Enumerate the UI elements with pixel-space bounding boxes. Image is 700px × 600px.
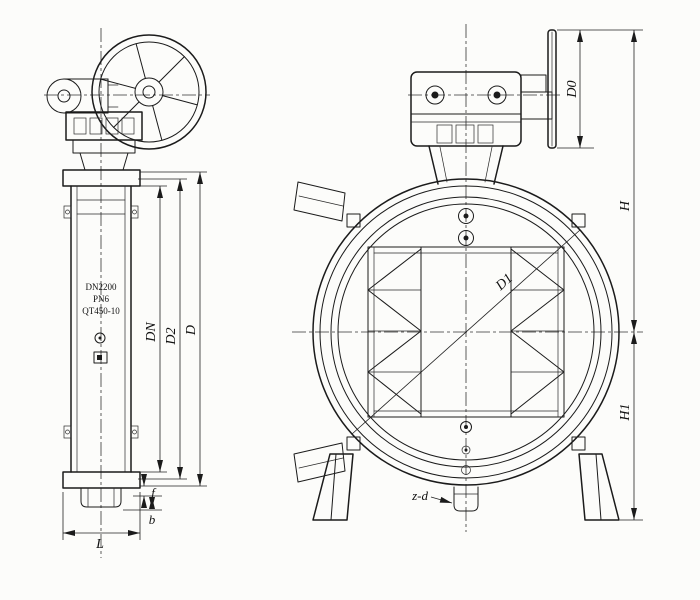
- nameplate-material: QT450-10: [82, 306, 120, 316]
- dimensions-left: DN D2 D f b L: [62, 171, 207, 552]
- dimensions-right: D1 D0 H H1 z-d: [351, 29, 643, 521]
- handwheel-front: [91, 34, 207, 150]
- bottom-plug: [453, 486, 479, 512]
- dim-label-h: H: [618, 200, 633, 212]
- flange-pad: [571, 213, 586, 228]
- gear-actuator: [65, 111, 143, 171]
- dim-label-h1: H1: [618, 403, 633, 421]
- nameplate-size: DN2200: [86, 282, 117, 292]
- dim-label-dn: DN: [144, 322, 159, 343]
- right-view: D1 D0 H H1 z-d: [292, 24, 643, 532]
- dim-label-d0: D0: [565, 80, 580, 98]
- worm-shaft-housing: [46, 78, 119, 114]
- centerlines-right: [292, 24, 643, 532]
- handwheel-spokes: [100, 43, 198, 141]
- dim-label-b: b: [149, 512, 156, 527]
- dim-label-zd: z-d: [411, 488, 428, 503]
- flange-pad: [346, 213, 361, 228]
- flange-face: [312, 178, 620, 486]
- nameplate: DN2200 PN6 QT450-10: [82, 282, 120, 316]
- dim-label-f: f: [151, 485, 157, 500]
- left-view: DN2200 PN6 QT450-10 DN D2 D f: [44, 28, 210, 558]
- dim-label-l: L: [95, 537, 104, 552]
- valve-body-side: [62, 169, 141, 508]
- side-lugs: [293, 181, 346, 483]
- nameplate-pressure: PN6: [93, 294, 110, 304]
- centerlines-left: [44, 28, 210, 558]
- disc-truss: [367, 208, 565, 475]
- dim-label-d: D: [184, 325, 199, 336]
- dim-label-d2: D2: [164, 327, 179, 345]
- handwheel-side: [547, 29, 557, 149]
- flange-pad: [346, 436, 361, 451]
- top-bracket: [410, 71, 522, 185]
- support-feet: [312, 453, 620, 521]
- flange-pad: [571, 436, 586, 451]
